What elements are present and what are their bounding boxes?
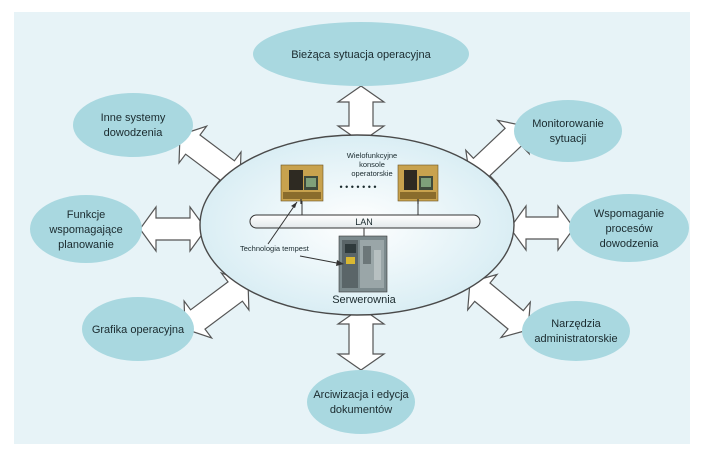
node-right-line2: procesów — [605, 223, 652, 235]
node-right-line3: dowodzenia — [600, 238, 660, 250]
node-bottom-right-line2: administratorskie — [534, 333, 617, 345]
node-top-right-ellipse — [514, 100, 622, 162]
outer-nodes: Bieżąca sytuacja operacyjna Inne systemy… — [30, 22, 689, 434]
tempest-label: Technologia tempest — [240, 244, 310, 253]
node-left-ellipse — [30, 195, 142, 263]
consoles-ellipsis: • • • • • • • — [339, 182, 376, 192]
node-top-right-line2: sytuacji — [550, 133, 587, 145]
operator-console-right-image — [397, 164, 439, 204]
node-bottom-line1: Arciwizacja i edycja — [313, 389, 409, 401]
node-top-right-line1: Monitorowanie — [532, 118, 604, 130]
node-bottom-right-ellipse — [522, 301, 630, 361]
node-left-line1: Funkcje — [67, 209, 106, 221]
lan-bus — [249, 214, 481, 229]
node-bottom-left-ellipse — [82, 297, 194, 361]
tempest-pointer-server-head — [336, 260, 344, 266]
consoles-label-line1: Wielofunkcyjne — [347, 151, 397, 160]
node-bottom-ellipse — [307, 370, 415, 434]
node-top-left-line1: Inne systemy — [101, 112, 166, 124]
tempest-pointer-console — [267, 201, 298, 245]
node-top-left-ellipse — [73, 93, 193, 157]
node-right-ellipse — [569, 194, 689, 262]
node-left-line3: planowanie — [58, 239, 114, 251]
server-room-image — [338, 235, 388, 293]
consoles-label-line2: konsole — [359, 160, 385, 169]
node-right-line1: Wspomaganie — [594, 208, 664, 220]
node-bottom-left-line1: Grafika operacyjna — [92, 324, 185, 336]
tempest-pointer-server — [299, 255, 343, 265]
node-top-ellipse — [253, 22, 469, 86]
node-top-left-line2: dowodzenia — [104, 127, 164, 139]
operator-console-left-image — [280, 164, 324, 204]
tempest-pointer-console-head — [291, 202, 297, 208]
server-room-label: Serwerownia — [332, 294, 396, 306]
consoles-label-line3: operatorskie — [351, 169, 392, 178]
node-left-line2: wspomagające — [48, 224, 122, 236]
node-bottom-line2: dokumentów — [330, 404, 392, 416]
node-bottom-right-line1: Narzędzia — [551, 318, 601, 330]
lan-label: LAN — [355, 217, 373, 227]
node-top-line1: Bieżąca sytuacja operacyjna — [291, 49, 431, 61]
